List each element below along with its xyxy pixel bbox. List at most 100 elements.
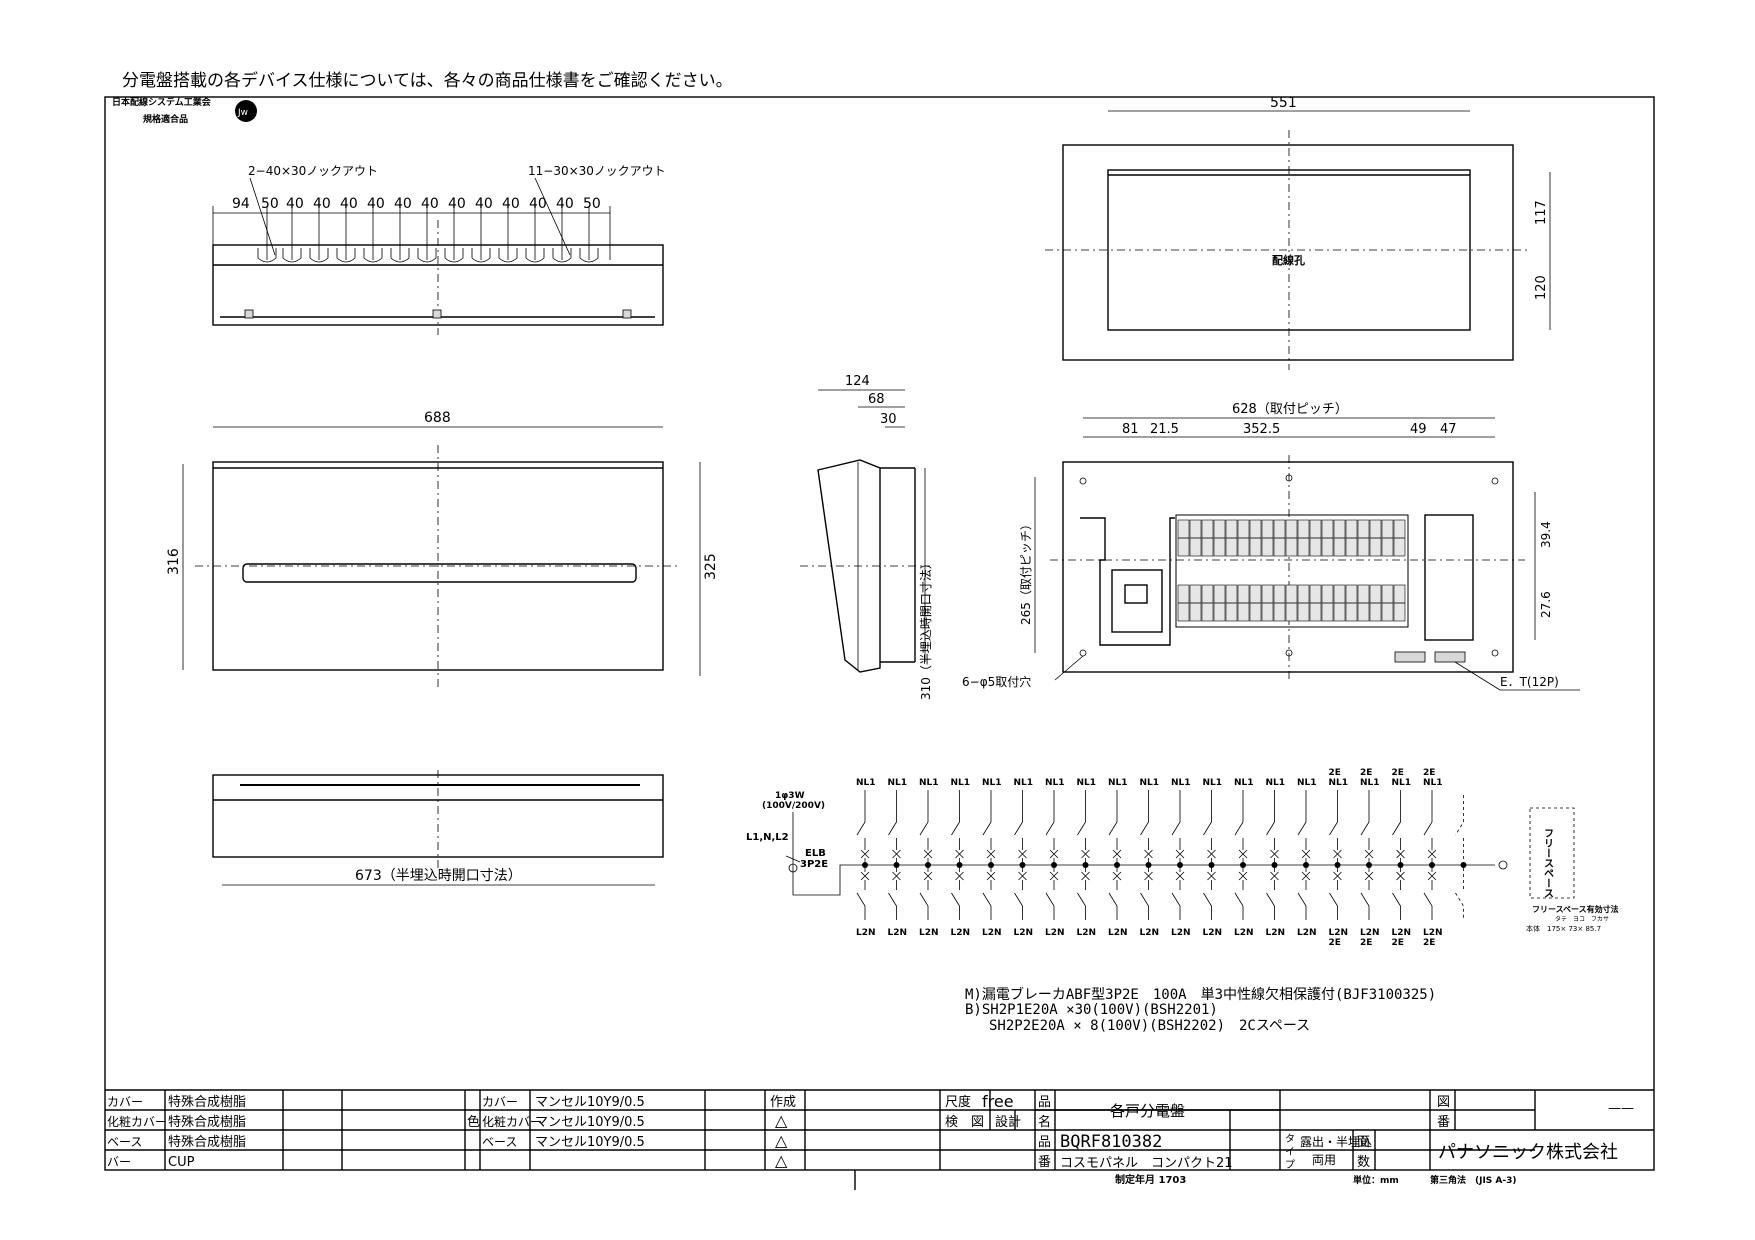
scale-value: free [982, 1092, 1014, 1111]
scale-label: 尺度 [945, 1094, 971, 1110]
material-value: 特殊合成樹脂 [168, 1095, 246, 1110]
circuit-top-label: NL1 [1297, 778, 1317, 788]
knockout-pitch: 40 [286, 196, 304, 212]
circuit-top-label: NL1 [1014, 778, 1034, 788]
elb-type: 3P2E [800, 859, 828, 870]
dim-int-pitch: 628（取付ピッチ） [1232, 402, 1348, 417]
circuit-bottom-label: L2N [1108, 928, 1128, 938]
circuit-diagram: 1φ3W (100V/200V) L1,N,L2 ELB 3P2E NL1L2N… [746, 768, 1619, 948]
circuit-bottom-label: L2N [1045, 928, 1065, 938]
dim-front-height-right: 325 [703, 553, 719, 580]
circuit-bottom-label: L2N [1171, 928, 1191, 938]
dim-side-total: 124 [845, 374, 870, 389]
supply-voltage: (100V/200V) [762, 801, 825, 811]
material-part: バー [107, 1155, 131, 1169]
triangle-3: △ [775, 1151, 788, 1170]
circuit-top-label: NL1 [1234, 778, 1254, 788]
circuit-top-label: 2E [1360, 768, 1372, 778]
circuit-bottom-label: L2N [1014, 928, 1034, 938]
circuit-top-label: NL1 [1329, 778, 1349, 788]
hin-label-1: 品 [1038, 1095, 1051, 1110]
color-value: マンセル10Y9/0.5 [535, 1095, 645, 1110]
made-label: 作成 [770, 1095, 796, 1110]
dim-front-width: 688 [424, 410, 451, 426]
hin-label-2: 品 [1038, 1135, 1051, 1150]
zuban-label: 番 [1437, 1115, 1450, 1130]
free-space-label: フリースペース [1542, 828, 1554, 898]
side-view: 124 68 30 310（半埋込時開口寸法） [800, 374, 933, 700]
color-value: マンセル10Y9/0.5 [535, 1115, 645, 1130]
knockout-pitch: 40 [475, 196, 493, 212]
drawing-number: —— [1608, 1101, 1634, 1116]
circuit-bottom-label: 2E [1392, 938, 1404, 948]
knockout-label-right: 11−30×30ノックアウト [528, 164, 666, 178]
circuit-top-label: 2E [1392, 768, 1404, 778]
et-label: E．T(12P) [1500, 675, 1559, 689]
circuit-bottom-label: L2N [1392, 928, 1412, 938]
knockout-pitch: 40 [340, 196, 358, 212]
dim-side-mid: 68 [868, 392, 885, 407]
circuit-bottom-label: L2N [1266, 928, 1286, 938]
free-dims-values: 本体 175× 73× 85.7 [1526, 924, 1601, 933]
type-2: イ [1285, 1147, 1295, 1158]
spec-block: M)漏電ブレーカABF型3P2E 100A 単3中性線欠相保護付(BJF3100… [965, 986, 1436, 1034]
zu-label: 図 [1437, 1095, 1450, 1110]
supply-phase: 1φ3W [775, 791, 805, 801]
circuit-bottom-label: L2N [1329, 928, 1349, 938]
dim-side-small: 30 [880, 412, 897, 427]
dim-int-81: 81 [1122, 422, 1139, 437]
knockout-pitch: 40 [556, 196, 574, 212]
material-part: 化粧カバー [107, 1115, 167, 1129]
enact-date: 制定年月 1703 [1115, 1173, 1186, 1186]
circuit-bottom-label: L2N [1203, 928, 1223, 938]
supply-lines: L1,N,L2 [746, 832, 789, 843]
dim-int-47: 47 [1440, 422, 1457, 437]
holes-label: 6−φ5取付穴 [962, 674, 1031, 689]
circuit-top-label: NL1 [919, 778, 939, 788]
knockout-pitch: 50 [583, 196, 601, 212]
circuit-top-label: NL1 [1171, 778, 1191, 788]
header-note: 分電盤搭載の各デバイス仕様については、各々の商品仕様書をご確認ください。 [122, 70, 733, 91]
check-label: 検 図 [945, 1115, 984, 1130]
circuit-top-label: NL1 [1392, 778, 1412, 788]
material-part: ベース [107, 1135, 142, 1149]
type-1: タ [1285, 1133, 1295, 1145]
triangle-1: △ [775, 1111, 788, 1130]
knockout-pitch: 40 [448, 196, 466, 212]
triangle-2: △ [775, 1131, 788, 1150]
rear-view: 551 配線孔 117 120 [1045, 95, 1551, 370]
color-label: 色 [467, 1114, 480, 1130]
free-dims-head: タテ ヨコ フカサ [1555, 915, 1609, 923]
circuit-bottom-label: 2E [1360, 938, 1372, 948]
dim-front-height-left: 316 [166, 548, 182, 575]
svg-text:Jw: Jw [237, 108, 248, 118]
product-name: 各戸分電盤 [1110, 1102, 1185, 1120]
circuit-top-label: NL1 [982, 778, 1002, 788]
dim-int-276: 27.6 [1539, 591, 1553, 618]
free-space-box [1529, 807, 1575, 899]
material-part: カバー [107, 1095, 143, 1109]
circuit-top-label: NL1 [1266, 778, 1286, 788]
circuit-bottom-label: L2N [1234, 928, 1254, 938]
dim-int-215: 21.5 [1150, 422, 1179, 437]
dim-bottom-width: 673（半埋込時開口寸法） [355, 868, 522, 884]
knockout-pitch: 40 [313, 196, 331, 212]
mei-label: 名 [1038, 1114, 1051, 1130]
bottom-view: 673（半埋込時開口寸法） [212, 770, 664, 886]
circuit-top-label: NL1 [888, 778, 908, 788]
assoc-approval: 規格適合品 [143, 113, 188, 125]
circuit-top-label: 2E [1423, 768, 1435, 778]
material-value: CUP [168, 1155, 195, 1170]
knockout-pitch: 50 [261, 196, 279, 212]
mount-both: 両用 [1312, 1153, 1336, 1167]
type-3: プ [1285, 1159, 1295, 1171]
dim-side-height: 310（半埋込時開口寸法） [919, 557, 933, 700]
knockout-pitch: 40 [367, 196, 385, 212]
circuit-top-label: NL1 [951, 778, 971, 788]
circuit-bottom-label: L2N [1297, 928, 1317, 938]
circuit-bottom-label: L2N [1077, 928, 1097, 938]
dim-rear-upper: 117 [1534, 200, 1549, 225]
